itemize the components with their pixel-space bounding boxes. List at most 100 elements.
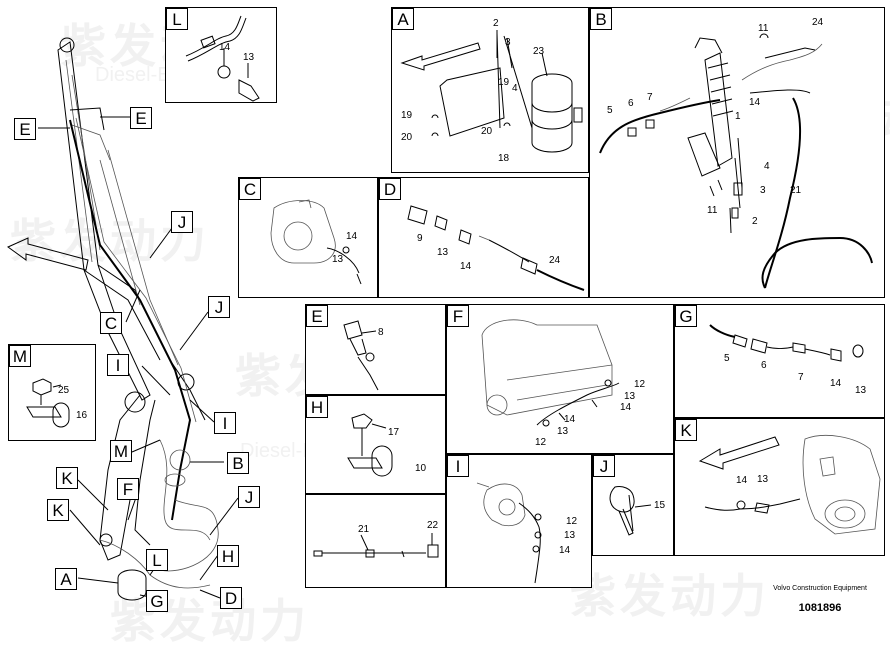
main-tag-i-right: I [214, 412, 236, 434]
part-number: 14 [346, 231, 358, 242]
panel-b-tag: B [590, 8, 612, 30]
part-number: 21 [790, 185, 802, 196]
part-number: 7 [798, 372, 804, 383]
main-tag-e-right: E [130, 107, 152, 129]
company-name: Volvo Construction Equipment [773, 585, 867, 592]
detail-panel-g: G 6 5 7 14 13 [674, 304, 885, 418]
panel-g-drawing [709, 324, 864, 362]
panel-l-drawing [185, 15, 260, 102]
part-number: 3 [505, 37, 511, 48]
panel-a-tag: A [392, 8, 414, 30]
part-number: 13 [243, 52, 255, 63]
part-number: 3 [760, 185, 766, 196]
part-number: 4 [512, 83, 518, 94]
panel-e-drawing [343, 320, 379, 391]
part-number: 14 [559, 545, 571, 556]
panel-l-tag: L [166, 8, 188, 30]
part-number: 14 [830, 378, 842, 389]
panel-a-drawing [400, 30, 583, 153]
part-number: 14 [564, 414, 576, 425]
part-number: 11 [758, 23, 769, 34]
detail-panel-k: K 14 13 [674, 418, 885, 556]
part-number: 14 [460, 261, 472, 272]
part-number: 13 [437, 247, 449, 258]
main-tag-d: D [220, 587, 242, 609]
panel-k-drawing [698, 434, 881, 535]
part-number: 13 [557, 426, 569, 437]
detail-panel-i: I 12 13 14 [446, 454, 592, 588]
panel-i-tag: I [447, 455, 469, 477]
panel-j-tag: J [593, 455, 615, 477]
part-number: 6 [628, 98, 634, 109]
part-number: 12 [634, 379, 646, 390]
detail-panel-h: H 17 10 [305, 395, 446, 494]
part-number: 17 [388, 427, 400, 438]
part-number: 25 [58, 385, 70, 396]
panel-b-drawing [599, 33, 873, 289]
panel-i-drawing [476, 482, 542, 584]
detail-panel-d: D 9 13 14 24 [378, 177, 589, 298]
part-number: 18 [498, 153, 510, 164]
main-tag-a: A [55, 568, 77, 590]
panel-c-tag: C [239, 178, 261, 200]
part-number: 15 [654, 500, 666, 511]
part-number: 1 [735, 111, 741, 122]
part-number: 20 [481, 126, 493, 137]
part-number: 16 [76, 410, 88, 421]
detail-panel-l: L 14 13 [165, 7, 277, 103]
panel-j-drawing [609, 486, 652, 536]
part-number: 8 [378, 327, 384, 338]
panel-f-tag: F [447, 305, 469, 327]
part-number: 14 [749, 97, 761, 108]
part-number: 22 [427, 520, 439, 531]
main-tag-j-lower: J [238, 486, 260, 508]
detail-panel-b: B 11 24 14 5 6 7 1 4 3 21 11 2 [589, 7, 885, 298]
part-number: 12 [535, 437, 547, 448]
detail-panel-j: J 15 [592, 454, 674, 556]
main-tag-l: L [146, 549, 168, 571]
main-tag-f: F [117, 478, 139, 500]
detail-panel-a: A 2 3 23 19 4 19 20 20 18 [391, 7, 589, 173]
part-number: 14 [620, 402, 632, 413]
panel-d-drawing [407, 205, 585, 291]
part-number: 24 [549, 255, 561, 266]
part-number: 14 [219, 42, 231, 53]
part-number: 19 [401, 110, 413, 121]
main-tag-h: H [217, 545, 239, 567]
part-number: 13 [757, 474, 769, 485]
detail-panel-wiring: 21 22 [305, 494, 446, 588]
panel-g-tag: G [675, 305, 697, 327]
document-number: 1081896 [798, 602, 842, 614]
panel-k-tag: K [675, 419, 697, 441]
part-number: 13 [624, 391, 636, 402]
part-number: 11 [707, 205, 718, 216]
part-number: 2 [493, 18, 499, 29]
diagram-canvas: 紫发动力 Diesel-Engines 紫发动力 Diesel-Engines … [7, 7, 890, 647]
panel-m-drawing [26, 378, 70, 428]
part-number: 4 [764, 161, 770, 172]
part-number: 7 [647, 92, 653, 103]
detail-panel-f: F 12 13 14 14 12 13 [446, 304, 674, 454]
part-number: 23 [533, 46, 545, 57]
part-number: 13 [564, 530, 576, 541]
main-tag-k-upper: K [56, 467, 78, 489]
part-number: 19 [498, 77, 510, 88]
panel-f-drawing [481, 319, 620, 427]
panel-e-tag: E [306, 305, 328, 327]
main-tag-i-left: I [107, 354, 129, 376]
panel-h-tag: H [306, 396, 328, 418]
part-number: 5 [607, 105, 613, 116]
panel-wiring-drawing [313, 533, 439, 558]
main-tag-e-left: E [14, 118, 36, 140]
main-tag-m: M [110, 440, 132, 462]
main-tag-b: B [227, 452, 249, 474]
panel-c-drawing [270, 199, 362, 285]
main-tag-j-middle: J [208, 296, 230, 318]
main-tag-k-lower: K [47, 499, 69, 521]
panel-m-tag: M [9, 345, 31, 367]
part-number: 13 [855, 385, 867, 396]
part-number: 13 [332, 254, 344, 265]
part-number: 21 [358, 524, 370, 535]
part-number: 5 [724, 353, 730, 364]
main-tag-g: G [146, 590, 168, 612]
